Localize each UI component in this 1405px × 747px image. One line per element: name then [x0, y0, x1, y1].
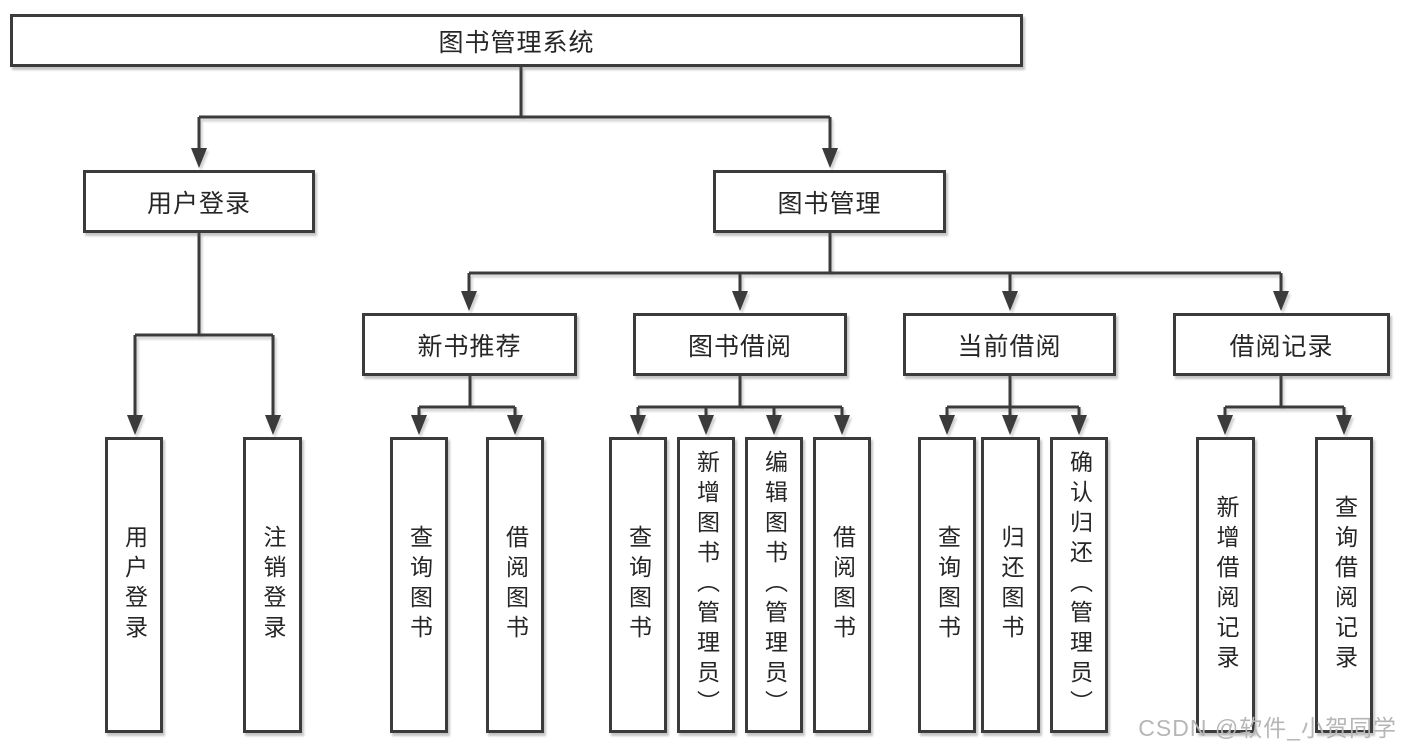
leaf-logout: 注销登录	[243, 437, 302, 733]
leaf-current-query-books: 查询图书	[918, 437, 976, 733]
node-book-borrow: 图书借阅	[633, 313, 847, 376]
csdn-watermark: CSDN @软件_小贺同学	[1138, 715, 1397, 741]
node-book-management: 图书管理	[713, 170, 946, 233]
node-borrow-record: 借阅记录	[1173, 313, 1390, 376]
leaf-confirm-return-admin: 确认归还（管理员）	[1050, 437, 1108, 733]
leaf-add-books-admin: 新增图书（管理员）	[677, 437, 735, 733]
node-new-book-recommend: 新书推荐	[362, 313, 577, 376]
leaf-add-borrow-record: 新增借阅记录	[1196, 437, 1255, 733]
node-current-borrow: 当前借阅	[903, 313, 1116, 376]
leaf-return-books: 归还图书	[981, 437, 1040, 733]
leaf-borrow-books: 借阅图书	[813, 437, 871, 733]
leaf-recommend-query-books: 查询图书	[390, 437, 448, 733]
node-user-login: 用户登录	[83, 170, 315, 233]
leaf-user-login: 用户登录	[105, 437, 163, 733]
node-library-management-system: 图书管理系统	[10, 14, 1023, 67]
leaf-query-borrow-record: 查询借阅记录	[1315, 437, 1373, 733]
leaf-recommend-borrow-books: 借阅图书	[486, 437, 544, 733]
leaf-edit-books-admin: 编辑图书（管理员）	[745, 437, 803, 733]
leaf-borrow-query-books: 查询图书	[609, 437, 667, 733]
